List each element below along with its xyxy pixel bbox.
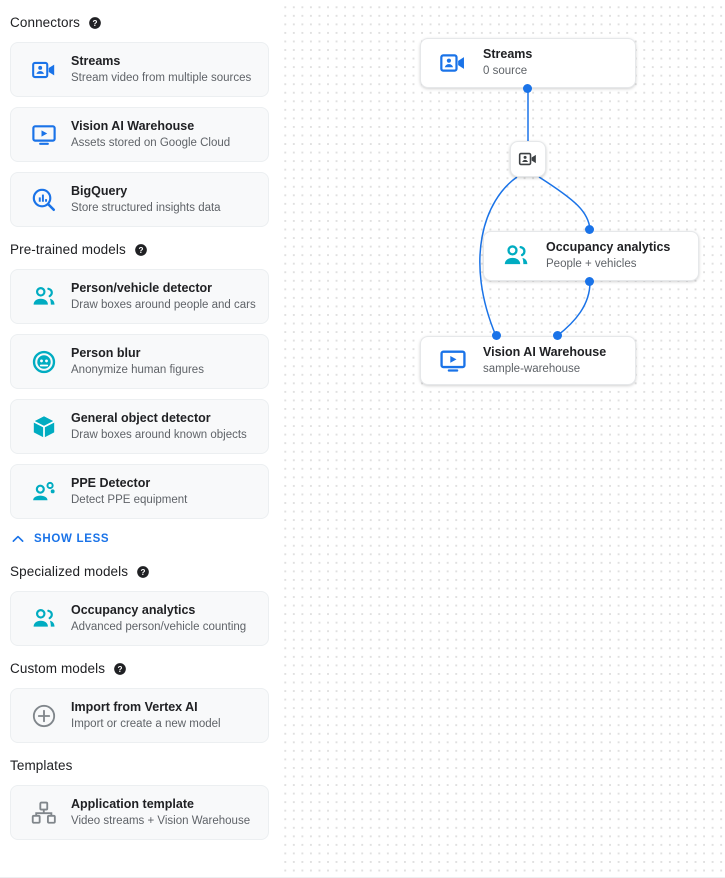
port-warehouse-input-2[interactable] — [553, 331, 562, 340]
help-icon[interactable]: ? — [88, 16, 102, 30]
people-icon — [504, 245, 528, 265]
card-text: General object detector Draw boxes aroun… — [71, 411, 247, 443]
card-title: Occupancy analytics — [71, 602, 196, 617]
ppe-person-gear-icon — [33, 481, 55, 500]
card-title: BigQuery — [71, 183, 128, 198]
card-subtitle: Import or create a new model — [71, 717, 221, 730]
card-title: Application template — [71, 796, 194, 811]
help-icon[interactable]: ? — [113, 662, 127, 676]
svg-text:?: ? — [93, 19, 98, 28]
graph-edges — [479, 89, 591, 337]
card-text: Vision AI Warehouse Assets stored on Goo… — [71, 119, 230, 151]
video-camera-person-icon — [440, 54, 464, 72]
card-text: PPE Detector Detect PPE equipment — [71, 476, 187, 508]
svg-text:?: ? — [138, 246, 143, 255]
help-icon[interactable]: ? — [136, 565, 150, 579]
port-warehouse-input-1[interactable] — [492, 331, 501, 340]
card-text: Occupancy analytics Advanced person/vehi… — [71, 603, 246, 635]
show-less-label: SHOW LESS — [34, 533, 110, 545]
section-title: Connectors — [10, 15, 81, 30]
graph-node-streams[interactable]: Streams 0 source — [420, 38, 636, 88]
node-title: Vision AI Warehouse — [483, 344, 607, 359]
section-header-pre-trained-models: Pre-trained models ? — [0, 239, 279, 261]
section-title: Templates — [10, 758, 73, 773]
palette-card-application-template[interactable]: Application template Video streams + Vis… — [10, 785, 269, 840]
node-subtitle: People + vehicles — [546, 258, 637, 270]
svg-text:?: ? — [141, 568, 146, 577]
cube-icon — [33, 415, 55, 438]
chevron-up-icon — [12, 535, 24, 542]
section-title: Custom models — [10, 661, 106, 676]
palette-card-import-from-vertex-ai[interactable]: Import from Vertex AI Import or create a… — [10, 688, 269, 743]
palette-card-ppe-detector[interactable]: PPE Detector Detect PPE equipment — [10, 464, 269, 519]
card-text: Streams Stream video from multiple sourc… — [71, 54, 251, 86]
card-subtitle: Draw boxes around known objects — [71, 428, 247, 441]
palette-card-bigquery[interactable]: BigQuery Store structured insights data — [10, 172, 269, 227]
graph-node-stream-relay[interactable] — [510, 141, 546, 177]
bigquery-search-icon — [32, 188, 56, 211]
card-title: Person/vehicle detector — [71, 280, 213, 295]
section-header-connectors: Connectors ? — [0, 12, 279, 34]
node-text: Vision AI Warehouse sample-warehouse — [483, 345, 606, 377]
people-icon — [33, 286, 55, 305]
node-subtitle: sample-warehouse — [483, 362, 581, 375]
card-subtitle: Draw boxes around people and cars — [71, 298, 256, 311]
port-occupancy-input[interactable] — [585, 225, 594, 234]
card-subtitle: Store structured insights data — [71, 201, 221, 214]
node-title: Streams — [483, 47, 533, 61]
graph-node-occupancy-analytics[interactable]: Occupancy analytics People + vehicles — [483, 231, 699, 281]
card-title: General object detector — [71, 410, 211, 425]
card-title: Import from Vertex AI — [71, 699, 198, 714]
video-camera-person-icon — [32, 61, 55, 78]
section-header-custom-models: Custom models ? — [0, 658, 279, 680]
card-text: BigQuery Store structured insights data — [71, 184, 221, 216]
card-subtitle: Anonymize human figures — [71, 363, 204, 376]
card-title: Person blur — [71, 345, 141, 360]
card-subtitle: Video streams + Vision Warehouse — [71, 814, 251, 827]
face-blur-icon — [32, 350, 56, 373]
component-palette-sidebar: Connectors ? Streams Stream video from m… — [0, 0, 279, 878]
card-title: Vision AI Warehouse — [71, 118, 195, 133]
card-title: PPE Detector — [71, 475, 151, 490]
node-subtitle: 0 source — [483, 65, 528, 77]
svg-text:?: ? — [118, 665, 123, 674]
palette-card-person-blur[interactable]: Person blur Anonymize human figures — [10, 334, 269, 389]
palette-card-general-object-detector[interactable]: General object detector Draw boxes aroun… — [10, 399, 269, 454]
card-subtitle: Detect PPE equipment — [71, 493, 188, 506]
card-subtitle: Assets stored on Google Cloud — [71, 136, 231, 149]
card-text: Import from Vertex AI Import or create a… — [71, 700, 221, 732]
help-icon[interactable]: ? — [134, 243, 148, 257]
monitor-play-icon — [440, 350, 466, 372]
plus-circle-icon — [32, 704, 56, 727]
graph-node-vision-ai-warehouse[interactable]: Vision AI Warehouse sample-warehouse — [420, 336, 636, 385]
node-title: Occupancy analytics — [546, 240, 671, 254]
graph-canvas[interactable]: Streams 0 source Occupancy analyt — [279, 0, 725, 878]
card-text: Person/vehicle detector Draw boxes aroun… — [71, 281, 256, 313]
show-less-button[interactable]: SHOW LESS — [0, 529, 279, 549]
card-text: Person blur Anonymize human figures — [71, 346, 204, 378]
port-occupancy-output[interactable] — [585, 277, 594, 286]
section-title: Specialized models — [10, 564, 129, 579]
palette-card-vision-ai-warehouse[interactable]: Vision AI Warehouse Assets stored on Goo… — [10, 107, 269, 162]
monitor-play-icon — [32, 124, 56, 145]
card-text: Application template Video streams + Vis… — [71, 797, 250, 829]
video-camera-person-icon — [518, 152, 536, 166]
section-header-templates: Templates — [0, 755, 279, 777]
people-icon — [33, 608, 55, 627]
hierarchy-icon — [31, 801, 56, 824]
section-header-specialized-models: Specialized models ? — [0, 561, 279, 583]
card-title: Streams — [71, 53, 121, 68]
section-title: Pre-trained models — [10, 242, 126, 257]
node-text: Streams 0 source — [483, 47, 532, 79]
palette-card-person-vehicle-detector[interactable]: Person/vehicle detector Draw boxes aroun… — [10, 269, 269, 324]
card-subtitle: Advanced person/vehicle counting — [71, 620, 247, 633]
node-text: Occupancy analytics People + vehicles — [546, 240, 670, 272]
card-subtitle: Stream video from multiple sources — [71, 71, 252, 84]
palette-card-occupancy-analytics[interactable]: Occupancy analytics Advanced person/vehi… — [10, 591, 269, 646]
port-streams-output[interactable] — [523, 84, 532, 93]
palette-card-streams[interactable]: Streams Stream video from multiple sourc… — [10, 42, 269, 97]
